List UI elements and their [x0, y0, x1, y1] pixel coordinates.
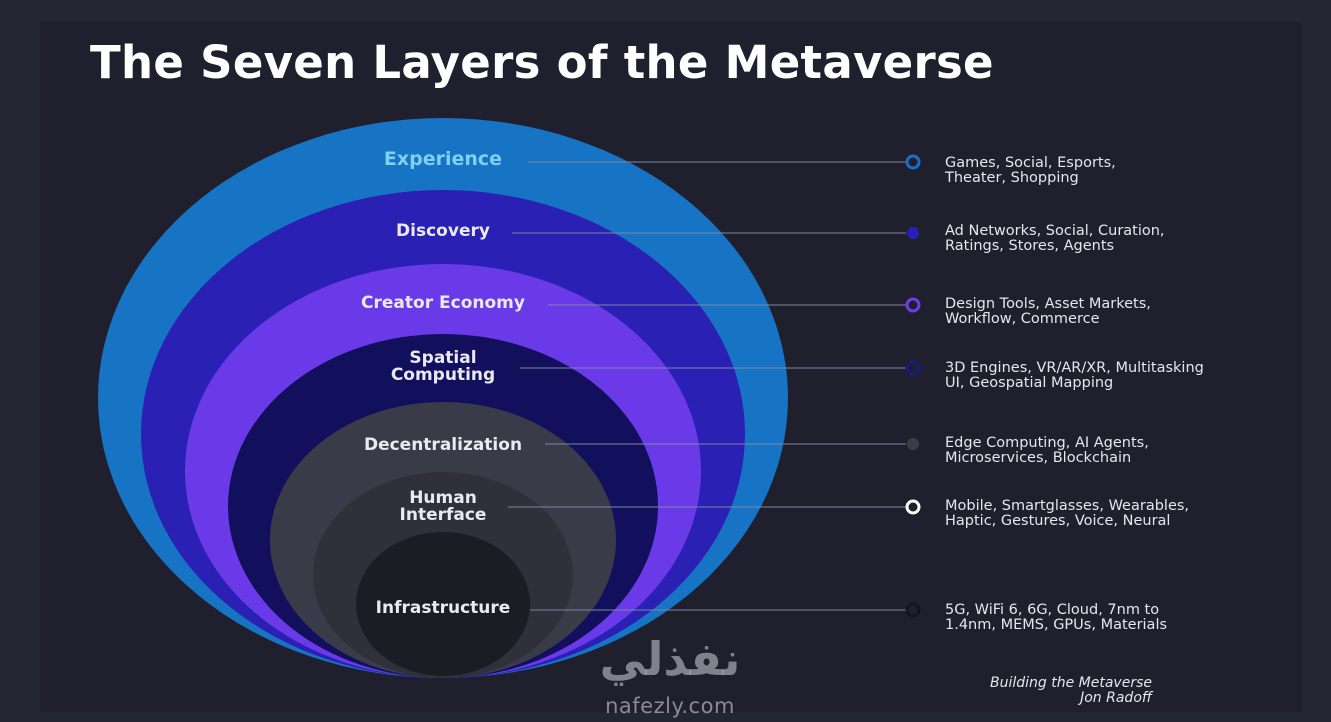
layer-label-human: Human — [409, 488, 477, 508]
description-line: UI, Geospatial Mapping — [945, 375, 1114, 391]
connector-dot-spatial-computing — [905, 360, 921, 376]
connector-dot-creator-economy — [905, 297, 921, 313]
watermark-arabic: نفذلي — [599, 632, 741, 686]
layer-label-interface: Interface — [400, 505, 487, 525]
description-line: 1.4nm, MEMS, GPUs, Materials — [945, 617, 1168, 633]
layer-description-discovery: Ad Networks, Social, Curation, Ratings, … — [945, 224, 1275, 254]
page-title: The Seven Layers of the Metaverse — [90, 36, 994, 89]
connector-dot-infrastructure — [905, 602, 921, 618]
connector-dot-experience — [905, 154, 921, 170]
description-line: Ad Networks, Social, Curation, — [945, 223, 1165, 239]
description-line: 5G, WiFi 6, 6G, Cloud, 7nm to — [945, 602, 1160, 618]
description-line: Haptic, Gestures, Voice, Neural — [945, 513, 1171, 529]
layer-label-infrastructure: Infrastructure — [376, 598, 511, 618]
watermark-url: nafezly.com — [605, 694, 735, 718]
description-line: Theater, Shopping — [945, 170, 1079, 186]
layer-label-computing: Computing — [391, 365, 495, 385]
layer-label-decentralization: Decentralization — [364, 435, 522, 455]
description-line: 3D Engines, VR/AR/XR, Multitasking — [945, 360, 1204, 376]
layer-description-creator-economy: Design Tools, Asset Markets, Workflow, C… — [945, 297, 1275, 327]
description-line: Games, Social, Esports, — [945, 155, 1116, 171]
credit-author: Jon Radoff — [1080, 690, 1152, 706]
description-line: Ratings, Stores, Agents — [945, 238, 1115, 254]
source-credit: Building the Metaverse Jon Radoff — [900, 676, 1152, 706]
connector-dot-human-interface — [905, 499, 921, 515]
layer-label-creator-economy: Creator Economy — [361, 293, 525, 313]
description-line: Microservices, Blockchain — [945, 450, 1132, 466]
layer-circle-infrastructure — [356, 532, 530, 676]
connector-dot-decentralization — [907, 438, 919, 450]
description-line: Workflow, Commerce — [945, 311, 1100, 327]
layer-description-decentralization: Edge Computing, AI Agents, Microservices… — [945, 436, 1275, 466]
description-line: Edge Computing, AI Agents, — [945, 435, 1149, 451]
layer-label-experience: Experience — [384, 148, 502, 170]
layer-description-spatial-computing: 3D Engines, VR/AR/XR, Multitasking UI, G… — [945, 361, 1275, 391]
description-line: Design Tools, Asset Markets, — [945, 296, 1151, 312]
layer-label-spatial: Spatial — [409, 348, 476, 368]
layer-label-discovery: Discovery — [396, 221, 490, 241]
layer-description-experience: Games, Social, Esports, Theater, Shoppin… — [945, 156, 1275, 186]
layer-description-human-interface: Mobile, Smartglasses, Wearables, Haptic,… — [945, 499, 1275, 529]
layer-description-infrastructure: 5G, WiFi 6, 6G, Cloud, 7nm to 1.4nm, MEM… — [945, 603, 1275, 633]
description-line: Mobile, Smartglasses, Wearables, — [945, 498, 1190, 514]
connector-dot-discovery — [907, 227, 919, 239]
credit-title: Building the Metaverse — [990, 675, 1152, 691]
